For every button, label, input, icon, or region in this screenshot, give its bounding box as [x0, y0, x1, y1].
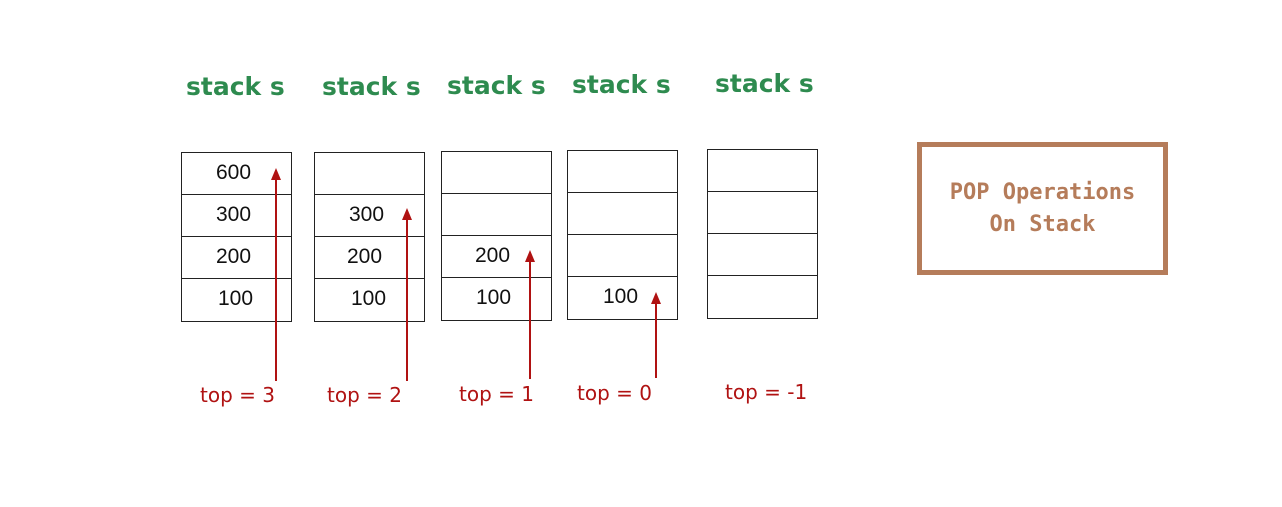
stack-cell: 300 — [182, 195, 291, 237]
stack-cell-value: 100 — [218, 287, 254, 310]
top-pointer-label: top = 1 — [459, 382, 534, 406]
stack-cell-value: 200 — [216, 245, 252, 268]
stack-cell — [708, 192, 817, 234]
top-arrow — [402, 208, 412, 381]
stack-title: stack s — [572, 70, 671, 99]
pop-operations-note: POP Operations On Stack — [917, 142, 1168, 275]
stack-cell-value: 100 — [351, 287, 387, 310]
stack-cell: 600 — [182, 153, 291, 195]
stack-title: stack s — [715, 69, 814, 98]
stack-cell: 200 — [182, 237, 291, 279]
stack-cell — [568, 151, 677, 193]
stack-cell: 100 — [182, 279, 291, 321]
stack-cell-value: 100 — [603, 285, 639, 308]
stack-box — [707, 149, 818, 319]
note-title-line-1: POP Operations — [949, 179, 1136, 205]
stack-title: stack s — [186, 72, 285, 101]
top-arrow — [271, 168, 281, 381]
stack-cell — [568, 235, 677, 277]
stack-cell: 100 — [315, 279, 424, 321]
note-title-line-2: On Stack — [989, 211, 1096, 237]
stack-cell-value: 200 — [475, 244, 511, 267]
stack-cell — [708, 234, 817, 276]
stack-cell: 100 — [442, 278, 551, 320]
stack-cell — [315, 153, 424, 195]
stack-cell: 100 — [568, 277, 677, 319]
top-arrow — [651, 292, 661, 378]
stack-box: 200 100 — [441, 151, 552, 321]
stack-title: stack s — [447, 71, 546, 100]
stack-cell — [442, 194, 551, 236]
stack-box: 100 — [567, 150, 678, 320]
stack-box: 600 300 200 100 — [181, 152, 292, 322]
top-pointer-label: top = 3 — [200, 383, 275, 407]
stack-title: stack s — [322, 72, 421, 101]
top-pointer-label: top = 0 — [577, 381, 652, 405]
stack-cell-value: 100 — [476, 286, 512, 309]
stack-cell-value: 200 — [347, 245, 383, 268]
stack-cell-value: 300 — [349, 203, 385, 226]
stack-cell — [708, 150, 817, 192]
stack-cell: 200 — [442, 236, 551, 278]
top-arrow — [525, 250, 535, 379]
stack-cell-value: 600 — [216, 161, 252, 184]
stack-cell — [442, 152, 551, 194]
stack-cell: 200 — [315, 237, 424, 279]
top-pointer-label: top = -1 — [725, 380, 808, 404]
top-pointer-label: top = 2 — [327, 383, 402, 407]
stack-cell-value: 300 — [216, 203, 252, 226]
stack-cell — [568, 193, 677, 235]
stack-cell: 300 — [315, 195, 424, 237]
